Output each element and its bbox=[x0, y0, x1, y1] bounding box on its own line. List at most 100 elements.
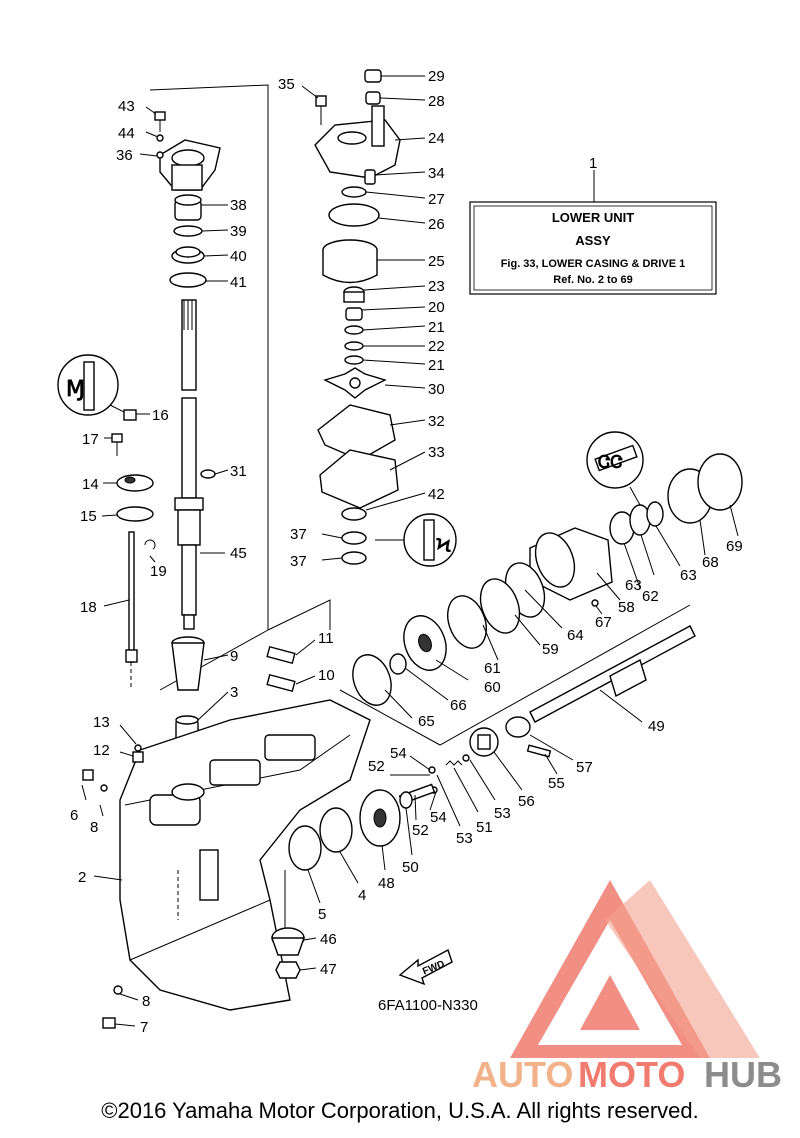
detail-inset-circle: Ɱ bbox=[57, 354, 131, 416]
callout: 48 bbox=[378, 875, 395, 892]
callout: 22 bbox=[428, 338, 445, 355]
callout: 52 bbox=[412, 822, 429, 839]
detail-inset-circle: Ϟ bbox=[375, 513, 457, 567]
nut bbox=[123, 409, 137, 421]
bearing bbox=[174, 194, 202, 221]
o-ring bbox=[116, 506, 154, 522]
ball bbox=[428, 766, 436, 774]
callout: 27 bbox=[428, 191, 445, 208]
callout: 24 bbox=[428, 130, 445, 147]
forward-gear bbox=[359, 789, 401, 847]
bolt bbox=[315, 95, 327, 125]
assembly-line bbox=[339, 604, 691, 746]
callout: 49 bbox=[648, 718, 665, 735]
callout: 17 bbox=[82, 431, 99, 448]
callout: 35 bbox=[278, 76, 295, 93]
callout-labels: 29 28 35 24 43 44 36 34 27 38 26 39 40 2… bbox=[70, 68, 743, 1036]
callout: 50 bbox=[402, 859, 419, 876]
callout: 54 bbox=[390, 745, 407, 762]
shim bbox=[288, 825, 322, 871]
lower-casing bbox=[119, 699, 371, 1011]
assembly-line bbox=[149, 84, 269, 691]
callout: 60 bbox=[484, 679, 501, 696]
callout: 52 bbox=[368, 758, 385, 775]
callout: 53 bbox=[494, 805, 511, 822]
seal-collar bbox=[365, 91, 381, 105]
watermark-text-moto: MOTO bbox=[578, 1054, 685, 1095]
watermark-text-hub: HUB bbox=[704, 1054, 782, 1095]
washer bbox=[113, 985, 123, 995]
callout: 64 bbox=[567, 627, 584, 644]
washer bbox=[344, 355, 364, 365]
callout: 9 bbox=[230, 648, 238, 665]
callout: 21 bbox=[428, 319, 445, 336]
callout: 14 bbox=[82, 476, 99, 493]
callout: 51 bbox=[476, 819, 493, 836]
drain-bolt bbox=[102, 1017, 116, 1029]
callout: 18 bbox=[80, 599, 97, 616]
reverse-gear bbox=[403, 615, 447, 671]
oil-seal-housing bbox=[343, 286, 365, 303]
callout: 54 bbox=[430, 809, 447, 826]
callout: 58 bbox=[618, 599, 635, 616]
watermark-logo: AUTO MOTO HUB bbox=[472, 880, 782, 1095]
key bbox=[266, 673, 296, 693]
callout: 19 bbox=[150, 563, 167, 580]
callout: 43 bbox=[118, 98, 135, 115]
callout: 69 bbox=[726, 538, 743, 555]
impeller bbox=[323, 367, 387, 399]
callout: 61 bbox=[484, 660, 501, 677]
spring bbox=[445, 760, 463, 766]
callout: 16 bbox=[152, 407, 169, 424]
callout: 8 bbox=[90, 819, 98, 836]
grommet bbox=[364, 69, 382, 83]
outer-plate bbox=[317, 404, 396, 461]
title-box-number: 1 bbox=[589, 155, 597, 172]
dowel-pin bbox=[364, 169, 376, 185]
plug-bolt bbox=[132, 751, 144, 763]
callout: 12 bbox=[93, 742, 110, 759]
sleeve bbox=[171, 636, 205, 691]
ring-nut bbox=[697, 453, 743, 511]
callout: 44 bbox=[118, 125, 135, 142]
washer bbox=[344, 325, 364, 335]
callout: 2 bbox=[78, 869, 86, 886]
callout: 65 bbox=[418, 713, 435, 730]
callout: 62 bbox=[642, 588, 659, 605]
shim bbox=[447, 595, 487, 649]
callout: 36 bbox=[116, 147, 133, 164]
svg-text:ᏣᏣ: ᏣᏣ bbox=[598, 452, 623, 472]
oil-seal bbox=[341, 531, 367, 545]
callout: 47 bbox=[320, 961, 337, 978]
propeller-shaft-housing bbox=[529, 527, 613, 601]
washer bbox=[389, 653, 407, 675]
callout: 8 bbox=[142, 993, 150, 1010]
bolt bbox=[82, 769, 94, 781]
watermark-text-auto: AUTO bbox=[472, 1054, 573, 1095]
callout: 21 bbox=[428, 357, 445, 374]
callout: 55 bbox=[548, 775, 565, 792]
callout: 15 bbox=[80, 508, 97, 525]
callout: 42 bbox=[428, 486, 445, 503]
screw bbox=[591, 599, 599, 607]
insert-cartridge bbox=[322, 239, 378, 284]
callout: 37 bbox=[290, 526, 307, 543]
callout: 33 bbox=[428, 444, 445, 461]
nut bbox=[275, 961, 301, 979]
callout: 68 bbox=[702, 554, 719, 571]
shift-plunger bbox=[398, 783, 436, 809]
title-line-3: Fig. 33, LOWER CASING & DRIVE 1 bbox=[501, 258, 686, 270]
callout: 29 bbox=[428, 68, 445, 85]
circlip bbox=[144, 539, 156, 550]
callout: 25 bbox=[428, 253, 445, 270]
callout: 39 bbox=[230, 223, 247, 240]
callout: 59 bbox=[542, 641, 559, 658]
oil-seal bbox=[341, 551, 367, 565]
callout: 34 bbox=[428, 165, 445, 182]
forward-arrow bbox=[398, 948, 453, 986]
screw bbox=[111, 433, 123, 456]
callout: 5 bbox=[318, 906, 326, 923]
callout: 37 bbox=[290, 553, 307, 570]
title-line-1: LOWER UNIT bbox=[552, 210, 634, 225]
